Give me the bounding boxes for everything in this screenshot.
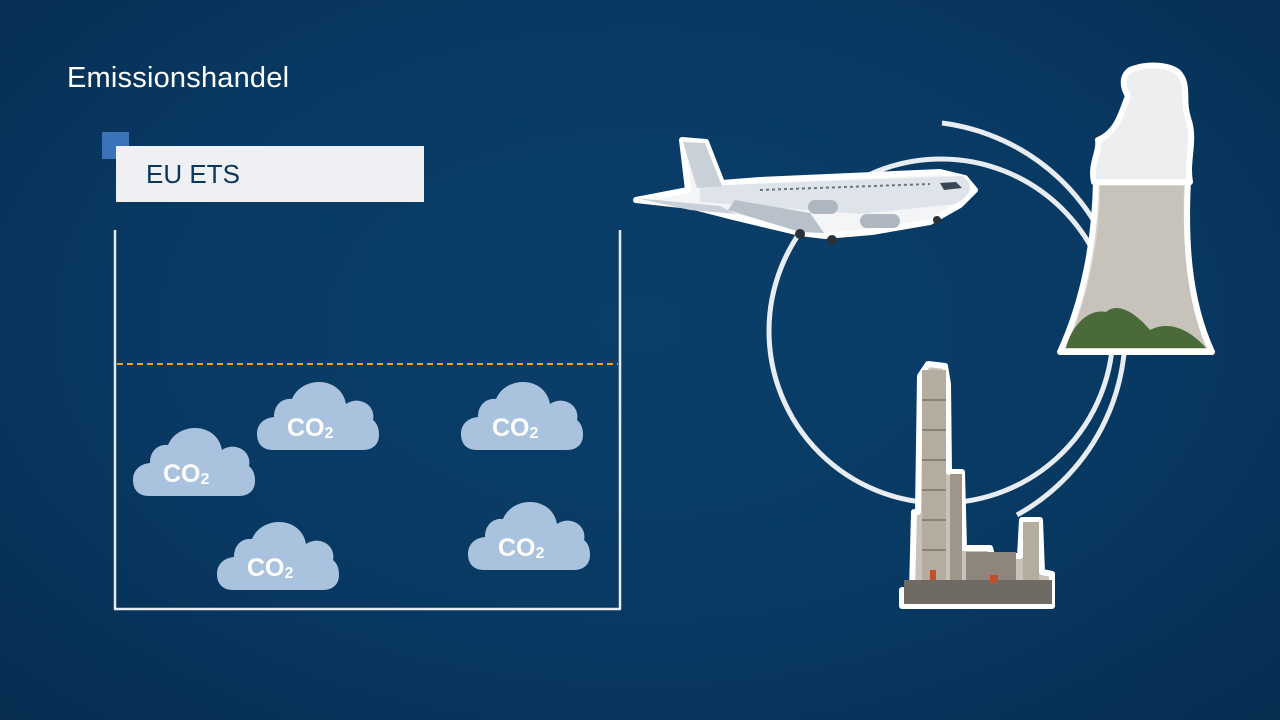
co2-label: CO xyxy=(498,534,536,562)
co2-cloud: CO2 xyxy=(217,522,339,590)
cap-container xyxy=(113,230,622,611)
co2-label: CO xyxy=(247,554,285,582)
svg-text:CO2: CO2 xyxy=(163,460,210,488)
co2-cloud: CO2 xyxy=(257,382,379,450)
co2-cloud: CO2 xyxy=(461,382,583,450)
co2-subscript: 2 xyxy=(530,425,539,442)
cooling-tower-icon xyxy=(1057,62,1215,355)
svg-text:CO2: CO2 xyxy=(247,554,294,582)
co2-label: CO xyxy=(492,414,530,442)
co2-subscript: 2 xyxy=(536,545,545,562)
airplane-icon xyxy=(633,137,978,245)
refinery-icon xyxy=(899,361,1055,609)
co2-subscript: 2 xyxy=(325,425,334,442)
co2-label: CO xyxy=(287,414,325,442)
co2-cloud: CO2 xyxy=(133,428,255,496)
svg-text:CO2: CO2 xyxy=(492,414,539,442)
co2-subscript: 2 xyxy=(285,565,294,582)
co2-label: CO xyxy=(163,460,201,488)
page-title: Emissionshandel xyxy=(67,62,290,94)
svg-text:CO2: CO2 xyxy=(287,414,334,442)
scheme-label: EU ETS xyxy=(146,158,240,189)
scheme-label-box: EU ETS xyxy=(116,146,424,202)
co2-cloud: CO2 xyxy=(468,502,590,570)
co2-subscript: 2 xyxy=(201,471,210,488)
svg-text:CO2: CO2 xyxy=(498,534,545,562)
